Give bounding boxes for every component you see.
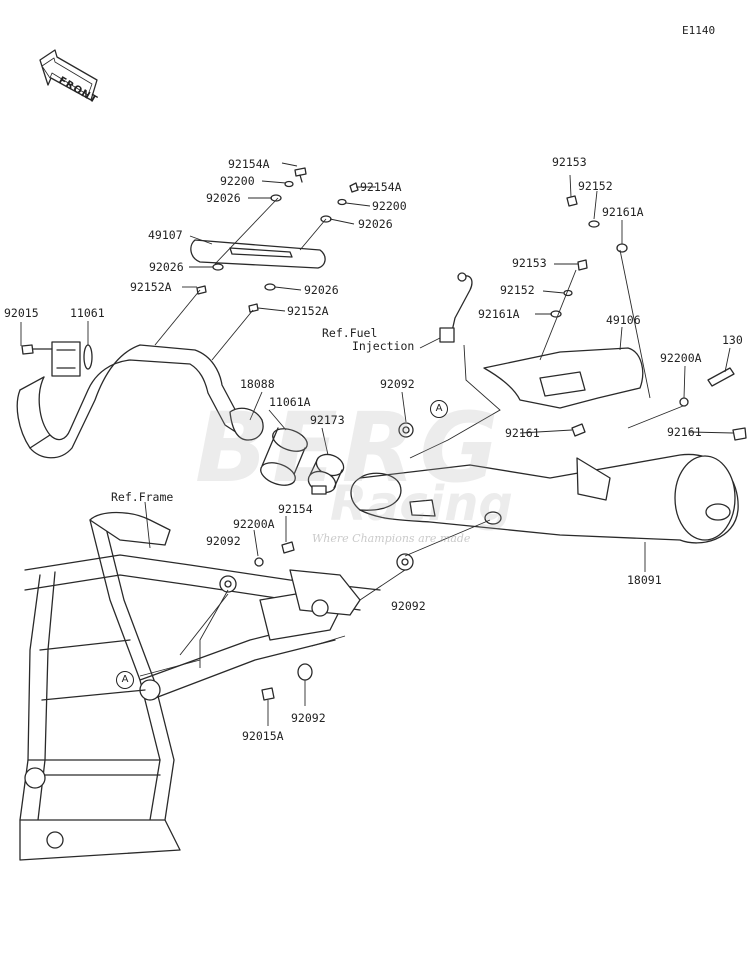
- part-label-92154a: 92154A: [360, 180, 402, 194]
- fasteners: [21, 167, 747, 701]
- front-arrow-icon: [39, 49, 98, 101]
- part-label-11061: 11061: [70, 306, 105, 320]
- muffler-18091: [350, 453, 739, 544]
- callout-a-upper: A: [430, 400, 448, 418]
- part-label-92026: 92026: [304, 283, 339, 297]
- part-label-92200: 92200: [220, 174, 255, 188]
- part-label-92173: 92173: [310, 413, 345, 427]
- part-label-92161: 92161: [667, 425, 702, 439]
- heat-shield-49106: [483, 347, 644, 409]
- part-label-18088: 18088: [240, 377, 275, 391]
- part-label-92152: 92152: [500, 283, 535, 297]
- ref-fuel-injection: Ref.Fuel Injection: [322, 327, 414, 353]
- part-label-92015a: 92015A: [242, 729, 284, 743]
- watermark-logo: BERG: [195, 392, 503, 504]
- part-label-92200a: 92200A: [233, 517, 275, 531]
- oxygen-sensor: [439, 272, 473, 343]
- part-label-92015: 92015: [4, 306, 39, 320]
- ref-fuel-injection-line-1: Ref.Fuel: [322, 326, 378, 340]
- part-label-11061a: 11061A: [269, 395, 311, 409]
- ref-frame: Ref.Frame: [111, 490, 174, 504]
- part-label-92161a: 92161A: [478, 307, 520, 321]
- header-pipe: [16, 341, 264, 459]
- leader-lines: [20, 162, 734, 726]
- part-label-92092: 92092: [380, 377, 415, 391]
- part-label-92154: 92154: [278, 502, 313, 516]
- part-label-92152a: 92152A: [287, 304, 329, 318]
- part-label-92092: 92092: [291, 711, 326, 725]
- part-label-130: 130: [722, 333, 743, 347]
- callout-a-lower: A: [116, 671, 134, 689]
- part-label-92152: 92152: [578, 179, 613, 193]
- part-label-92161a: 92161A: [602, 205, 644, 219]
- part-label-92026: 92026: [358, 217, 393, 231]
- part-label-92026: 92026: [206, 191, 241, 205]
- part-label-92200a: 92200A: [660, 351, 702, 365]
- part-label-18091: 18091: [627, 573, 662, 587]
- part-label-92092: 92092: [206, 534, 241, 548]
- diagram-id: E1140: [682, 24, 716, 37]
- part-label-92153: 92153: [512, 256, 547, 270]
- part-label-92153: 92153: [552, 155, 587, 169]
- part-label-92152a: 92152A: [130, 280, 172, 294]
- part-label-92092: 92092: [391, 599, 426, 613]
- part-label-92154a: 92154A: [228, 157, 270, 171]
- part-label-49107: 49107: [148, 228, 183, 242]
- ref-fuel-injection-line-2: Injection: [352, 339, 415, 353]
- part-label-92161: 92161: [505, 426, 540, 440]
- watermark-logo-sub: Racing: [330, 476, 513, 532]
- watermark-tagline: Where Champions are made: [312, 532, 471, 545]
- part-label-92200: 92200: [372, 199, 407, 213]
- gasket-11061A: [260, 427, 308, 486]
- frame: [19, 511, 381, 861]
- heat-shield-49107: [190, 239, 326, 269]
- part-label-49106: 49106: [606, 313, 641, 327]
- clamp-92173: [307, 453, 345, 495]
- part-label-92026: 92026: [149, 260, 184, 274]
